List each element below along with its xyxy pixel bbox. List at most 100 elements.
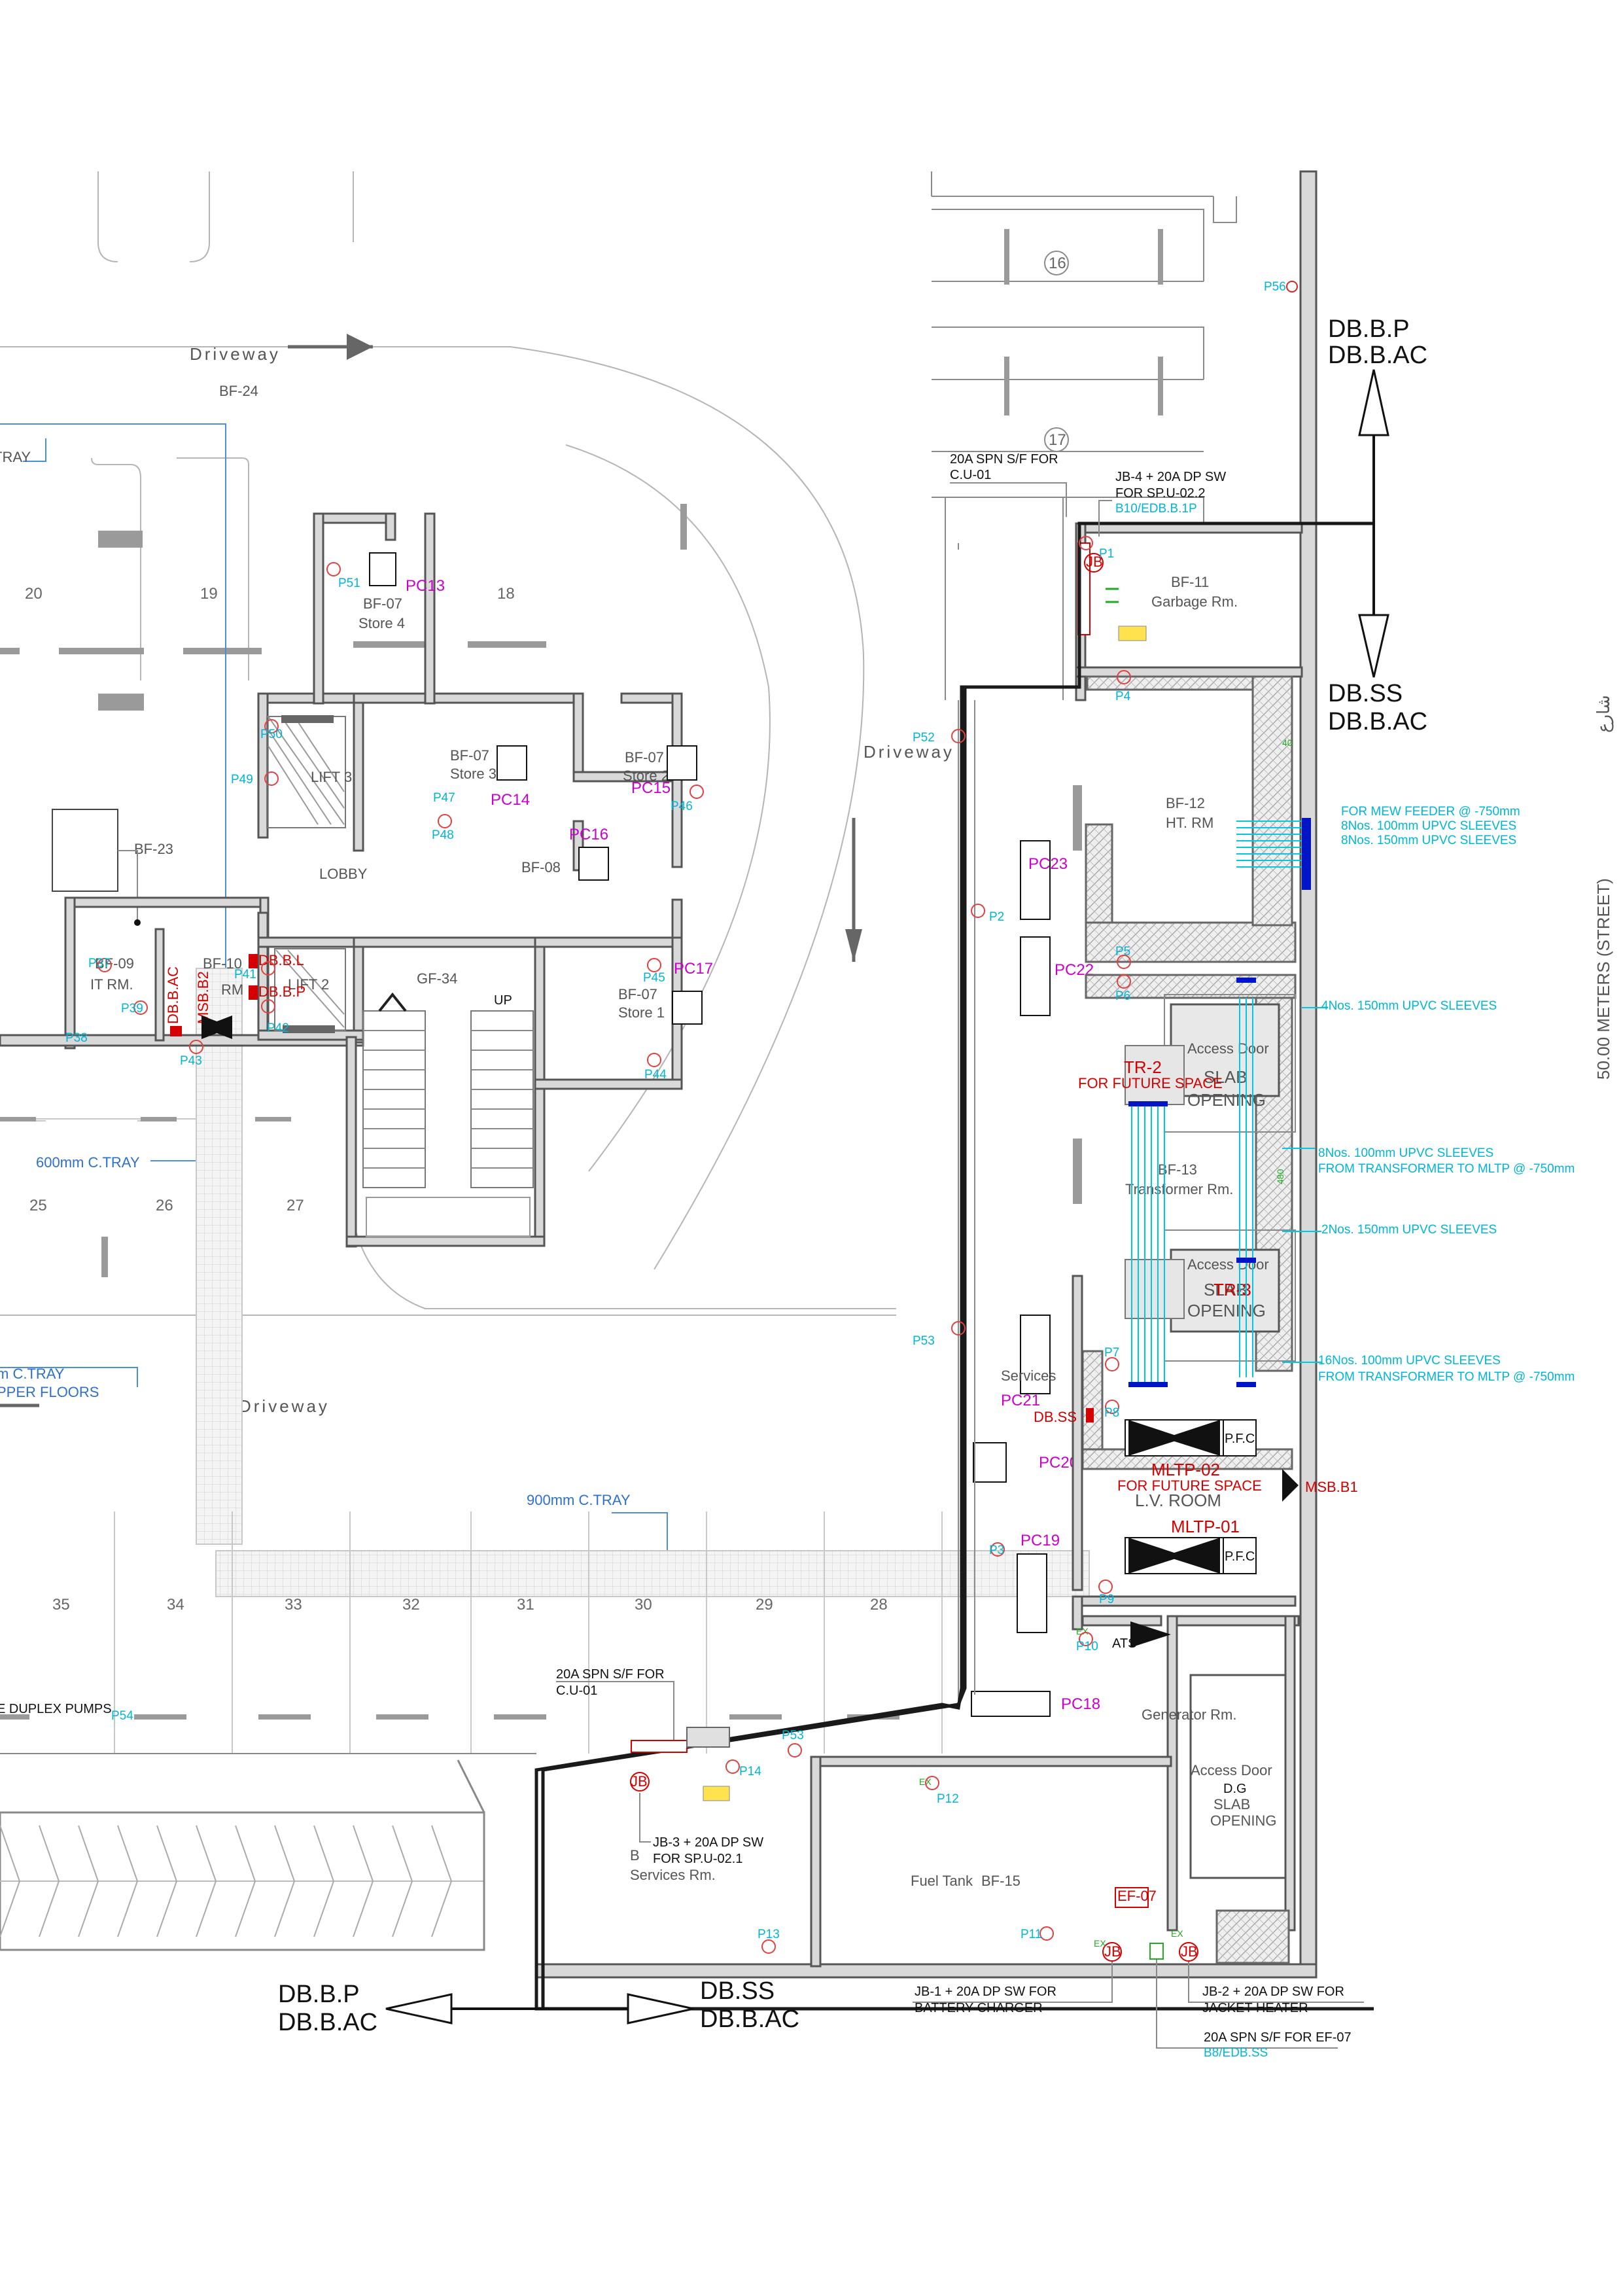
lift-3-hatch: [268, 716, 345, 825]
service-corridor-lines: [958, 700, 975, 1708]
top-parking-bays: [97, 171, 1237, 523]
room-generator: Generator Rm.: [1142, 1706, 1237, 1723]
tray-600mm-run: [196, 968, 243, 1545]
point-p51: P52: [913, 731, 935, 745]
room-store1-code: BF-07: [618, 986, 657, 1002]
point-p8: P8: [1104, 1406, 1119, 1420]
note-jb4-1: JB-4 + 20A DP SW: [1115, 470, 1226, 484]
room-store1-name: Store 1: [618, 1004, 665, 1021]
wall-stub-2: [1073, 1139, 1082, 1204]
feeder-down-arrow: [1358, 614, 1389, 678]
dg-label: D.G: [1223, 1782, 1247, 1796]
bay-16-label: 16: [1049, 255, 1066, 272]
bf23-enclosure: [52, 809, 118, 892]
left-parking-bays: [0, 457, 262, 711]
mltp-02-panel: [1125, 1419, 1257, 1457]
bay-30-label: 30: [635, 1596, 652, 1614]
room-bf23: BF-23: [134, 841, 173, 857]
point-p4: P4: [1115, 690, 1131, 703]
duplex-pumps-note: E DUPLEX PUMPS: [0, 1702, 112, 1716]
room-services: Services Rm.: [630, 1867, 716, 1883]
p-point-markers: [97, 536, 1131, 1954]
room-bf13-name: Transformer Rm.: [1125, 1181, 1233, 1197]
point-p9: P9: [1099, 1593, 1114, 1606]
tray-left-label: m C.TRAY: [0, 1366, 65, 1382]
transformer-slab-opening-2: [1125, 1229, 1296, 1362]
point-p56-marker: [1286, 281, 1298, 292]
feeder-top-right-2: DB.B.AC: [1328, 342, 1427, 369]
note-jb2-1: JB-2 + 20A DP SW FOR: [1202, 1985, 1344, 1999]
mltp02-note: FOR FUTURE SPACE: [1117, 1477, 1262, 1494]
tray-floors-label: PPER FLOORS: [0, 1384, 99, 1400]
room-lv: L.V. ROOM: [1135, 1491, 1221, 1510]
cu01-bottom-leader: [556, 1681, 674, 1740]
point-p12: P12: [937, 1792, 959, 1806]
jb1-label: JB: [1104, 1943, 1121, 1960]
db-b-l-symbol: [249, 954, 258, 968]
point-p50: P51: [338, 576, 360, 590]
point-p45: P46: [671, 800, 693, 813]
feeder-bottom-left-2: DB.B.AC: [278, 2009, 377, 2036]
driveway-arrow-head: [845, 929, 862, 962]
sleeve-block-2: [1128, 1101, 1168, 1106]
bay-19-label: 19: [200, 585, 218, 603]
bf23-leader-dot: [134, 919, 141, 926]
room-gf34: GF-34: [417, 970, 457, 987]
lift-2-hatch: [275, 949, 345, 1028]
feeder-bottom-left-1: DB.B.P: [278, 1981, 360, 2008]
point-p54: P54: [111, 1709, 133, 1723]
ramp-hatch: [0, 1759, 485, 1951]
bay-25-label: 25: [29, 1197, 47, 1214]
ef07-box: [1115, 1887, 1149, 1908]
jb3-leader: [639, 1793, 651, 1843]
db-ss-label: DB.SS: [1034, 1409, 1077, 1425]
point-p53: P53: [782, 1729, 804, 1742]
point-p38: P38: [65, 1031, 88, 1045]
point-p41: P42: [267, 1021, 289, 1035]
mltp01-label: MLTP-01: [1171, 1517, 1240, 1536]
feeder-top-right-1: DB.B.P: [1328, 315, 1410, 343]
panel-db-b-l: DB.B.L: [258, 952, 304, 968]
point-p7: P7: [1104, 1346, 1119, 1360]
pc23-label: PC23: [1028, 855, 1068, 873]
note-jb4-2: FOR SP.U-02.2: [1115, 486, 1205, 501]
note-sleeves-2: 2Nos. 150mm UPVC SLEEVES: [1321, 1223, 1497, 1237]
stair-up-label: UP: [494, 993, 512, 1008]
point-p43: P44: [644, 1068, 667, 1082]
cu01-top-leader: [950, 482, 1067, 517]
note-mew-sleeves-150: 8Nos. 150mm UPVC SLEEVES: [1341, 834, 1516, 847]
note-cu01-top-1: 20A SPN S/F FOR: [950, 452, 1058, 467]
bay-31-label: 31: [517, 1596, 534, 1614]
stair-flights: [362, 992, 534, 1237]
note-ef07: 20A SPN S/F FOR EF-07: [1204, 2030, 1352, 2045]
note-sleeves-8-b: FROM TRANSFORMER TO MLTP @ -750mm: [1318, 1162, 1575, 1176]
feeder-bottom-right-1: DB.SS: [700, 1977, 775, 2005]
tr2-note: FOR FUTURE SPACE: [1078, 1075, 1223, 1091]
bottom-boundary-wall: [535, 1963, 1318, 1979]
bay-34-label: 34: [167, 1596, 184, 1614]
point-p46: P47: [433, 791, 455, 805]
feeder-left-arrow: [385, 1993, 453, 2024]
room-bf15: BF-15: [981, 1873, 1021, 1889]
access-door-1: Access Door: [1187, 1040, 1269, 1057]
dg-opening-label: OPENING: [1210, 1812, 1276, 1829]
note-cu01-bottom-2: C.U-01: [556, 1684, 597, 1698]
point-p11: P11: [1021, 1928, 1041, 1941]
dg-slab-label: SLAB: [1213, 1796, 1250, 1812]
main-cable-route-upper: [956, 521, 1374, 1705]
bay-18-mark: [353, 641, 432, 648]
tr3-label: TR-3: [1213, 1280, 1251, 1299]
panel-db-b-ac: DB.B.AC: [165, 966, 181, 1024]
point-p13: P13: [758, 1928, 780, 1941]
street-boundary-wall: [1299, 170, 1318, 1972]
panel-msb-b2: MSB.B2: [195, 971, 211, 1024]
garbage-room-sign: [1118, 626, 1147, 641]
access-door-2: Access Door: [1187, 1256, 1269, 1273]
point-p49: P50: [260, 728, 283, 741]
wall-stub-3: [1073, 811, 1082, 851]
db-ss-symbol: [1086, 1408, 1094, 1422]
ex-label-4: EX: [1076, 1626, 1089, 1636]
cu01-bottom-unit: [631, 1740, 688, 1753]
street-label: 50.00 METERS (STREET): [1594, 878, 1613, 1080]
